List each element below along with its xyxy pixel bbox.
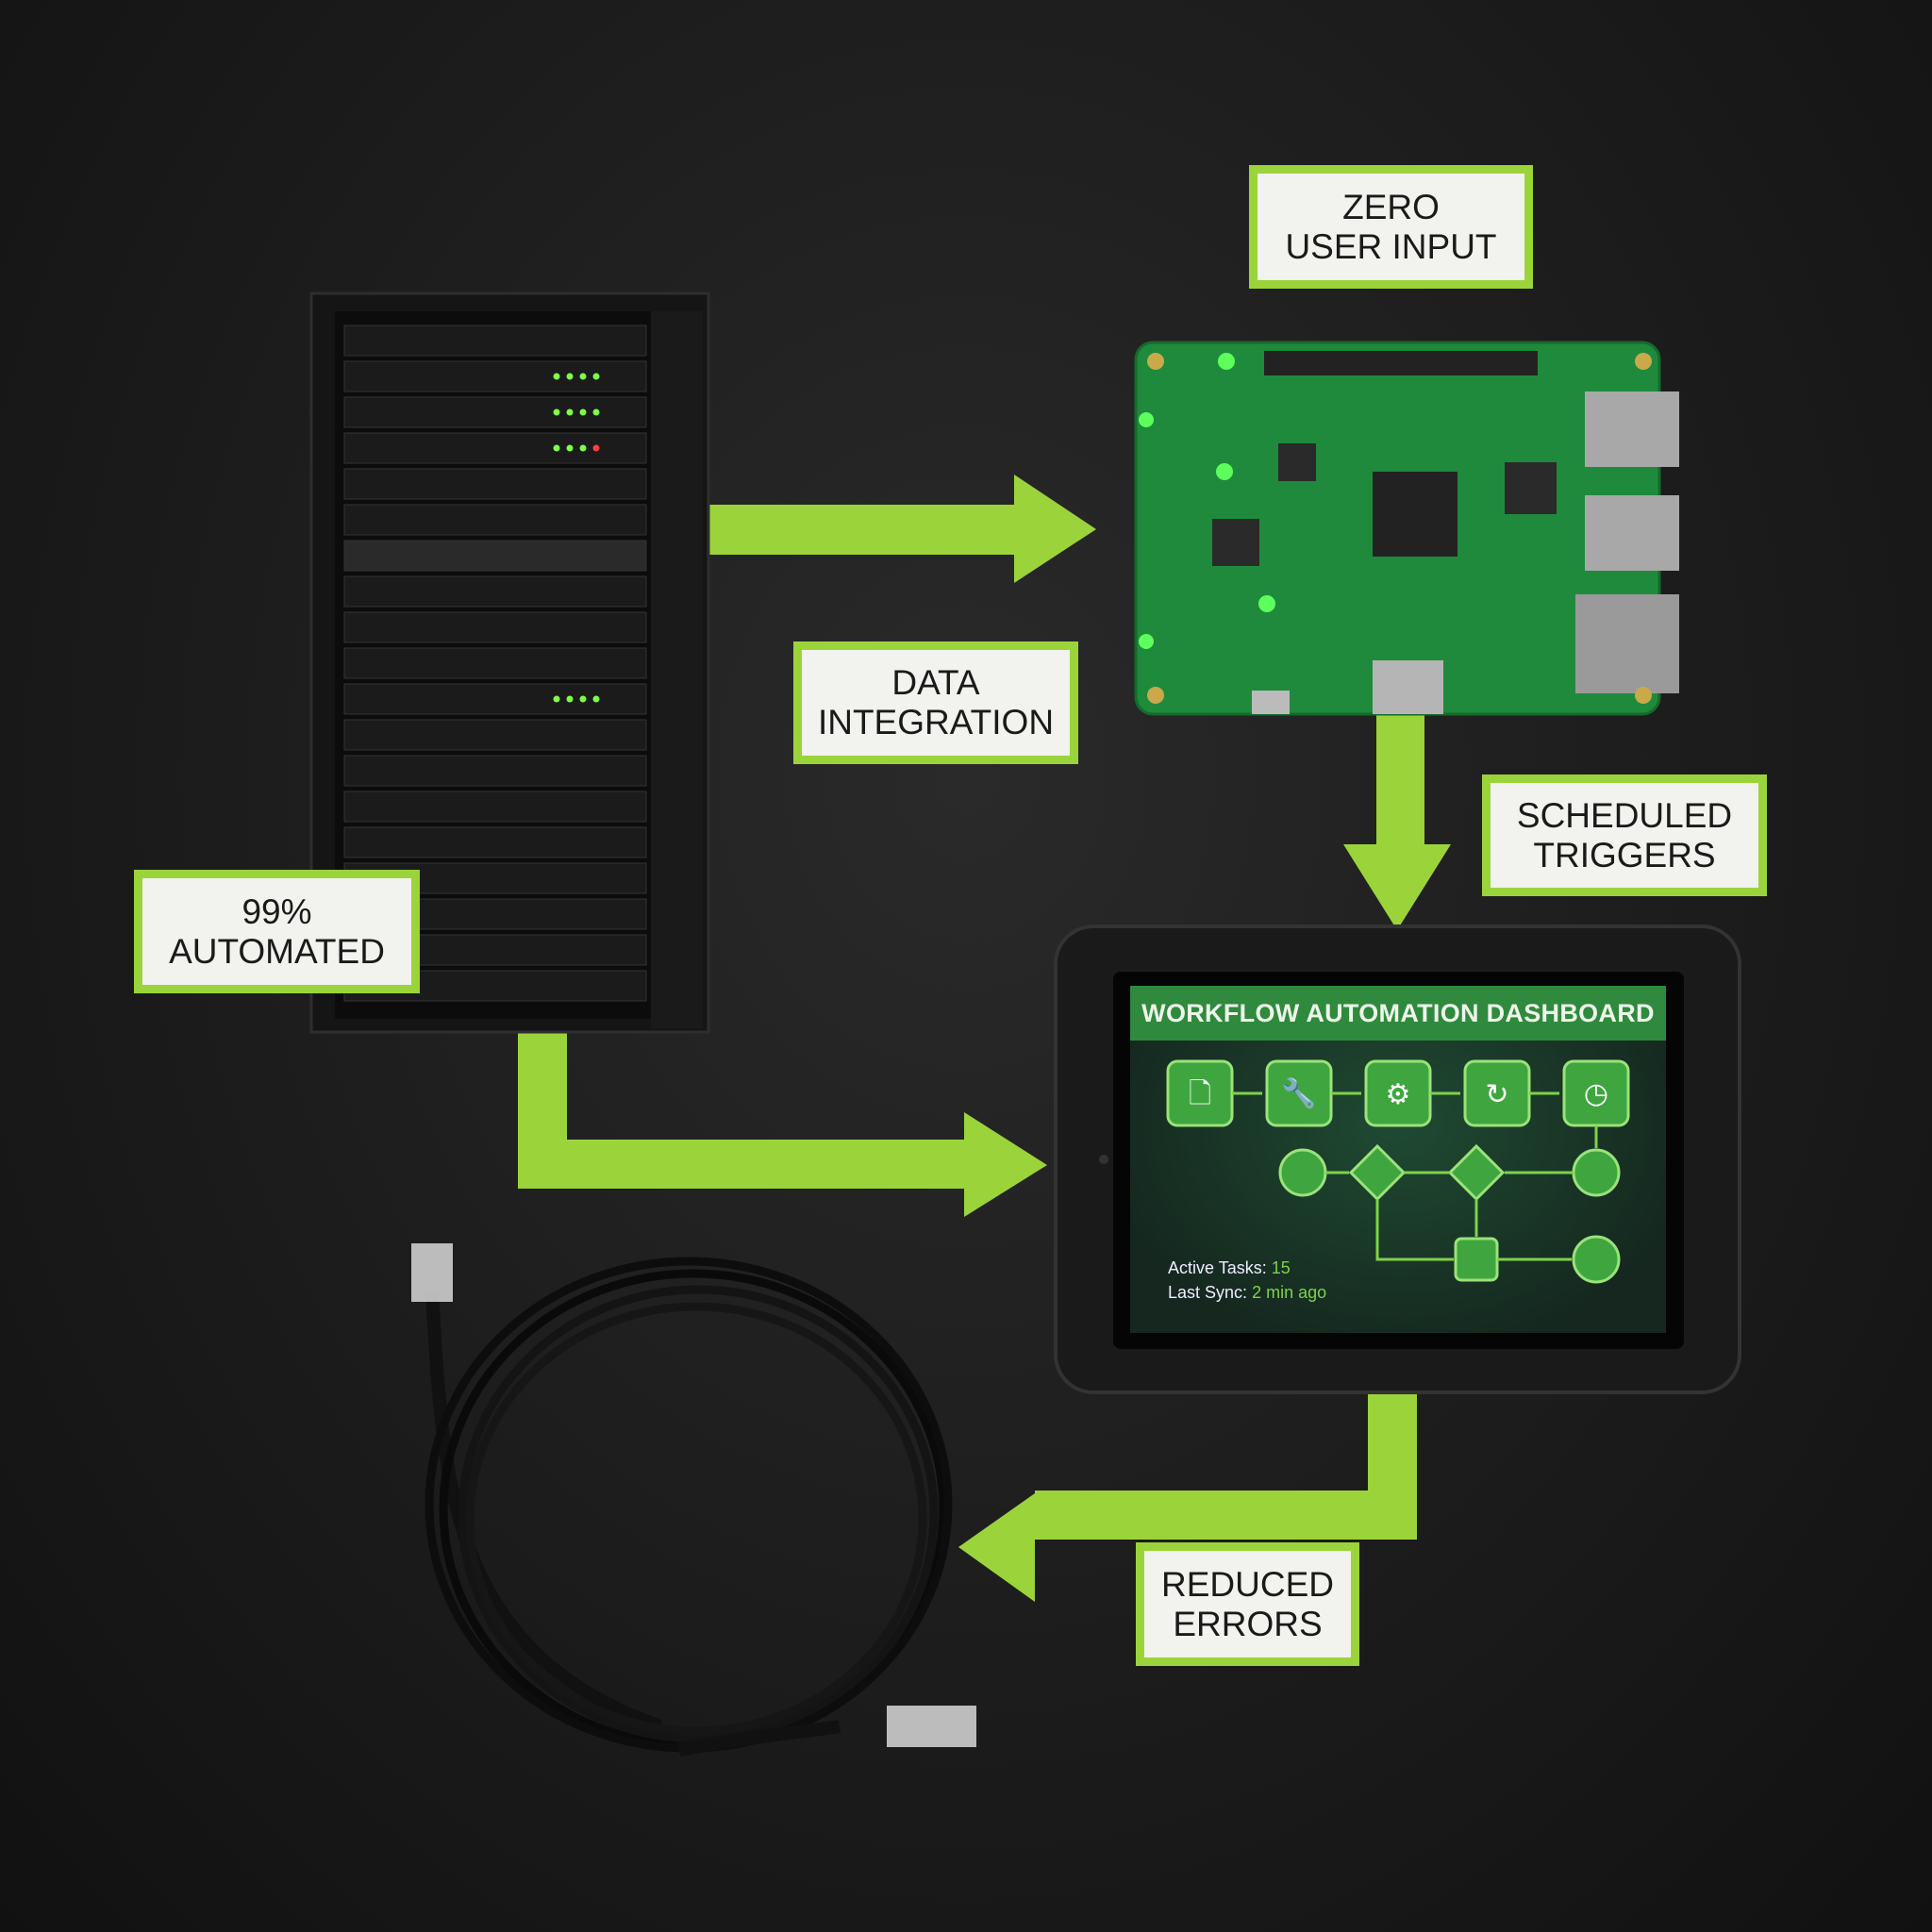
- label-line: USER INPUT: [1285, 226, 1497, 266]
- rack-unit: [343, 468, 647, 500]
- rack-unit: [343, 325, 647, 357]
- status-led: [592, 695, 600, 703]
- label-line: INTEGRATION: [817, 703, 1055, 741]
- status-led: [566, 408, 574, 416]
- rack-unit: [343, 719, 647, 751]
- rack-unit: [343, 755, 647, 787]
- svg-text:◷: ◷: [1584, 1077, 1608, 1110]
- arrow-server-to-board: [708, 475, 1096, 583]
- svg-text:🔧: 🔧: [1281, 1075, 1316, 1110]
- status-led: [553, 444, 560, 452]
- label-line: ZERO: [1342, 187, 1440, 226]
- status-led: [592, 444, 600, 452]
- label-line: ERRORS: [1173, 1604, 1323, 1643]
- rj45-connector-bottom: [887, 1706, 976, 1747]
- dashboard-stats: Active Tasks: 15 Last Sync: 2 min ago: [1168, 1256, 1326, 1305]
- status-led: [579, 373, 587, 380]
- arrow-server-to-tablet: [518, 1032, 1047, 1217]
- rack-unit: [343, 575, 647, 608]
- rack-unit: [343, 826, 647, 858]
- last-sync-value: 2 min ago: [1252, 1283, 1327, 1302]
- last-sync: Last Sync: 2 min ago: [1168, 1280, 1326, 1305]
- status-led: [579, 695, 587, 703]
- rack-unit: [343, 360, 647, 392]
- rack-unit: [343, 611, 647, 643]
- flow-node-right: [1572, 1148, 1621, 1197]
- workflow-diagram: 🗋 🔧 ⚙ ↻ ◷: [1166, 1059, 1630, 1284]
- active-tasks-value: 15: [1271, 1258, 1291, 1277]
- flow-process: [1454, 1237, 1499, 1282]
- dashboard-title: WORKFLOW AUTOMATION DASHBOARD: [1130, 986, 1666, 1041]
- rack-unit: [343, 647, 647, 679]
- flow-node-start: [1278, 1148, 1327, 1197]
- svg-text:⚙: ⚙: [1386, 1078, 1411, 1111]
- label-line: 99%: [242, 891, 312, 931]
- svg-text:🗋: 🗋: [1189, 1077, 1211, 1110]
- status-led: [566, 444, 574, 452]
- flow-node-end: [1572, 1235, 1621, 1284]
- status-led: [553, 695, 560, 703]
- status-led: [592, 373, 600, 380]
- ethernet-cable: [425, 1257, 953, 1757]
- active-tasks: Active Tasks: 15: [1168, 1256, 1326, 1280]
- server-rack: [309, 291, 710, 1034]
- status-led: [592, 408, 600, 416]
- status-led: [553, 408, 560, 416]
- arrow-tablet-to-cable: [958, 1386, 1417, 1602]
- circuit-board: [1134, 341, 1679, 716]
- rack-unit: [343, 504, 647, 536]
- status-led: [566, 373, 574, 380]
- rack-unit: [343, 540, 647, 572]
- rack-unit: [343, 432, 647, 464]
- label-line: SCHEDULED: [1516, 795, 1733, 835]
- status-led: [579, 444, 587, 452]
- flow-decision-1: [1348, 1143, 1407, 1202]
- svg-text:↻: ↻: [1485, 1078, 1508, 1111]
- flow-decision-2: [1447, 1143, 1506, 1202]
- status-led: [579, 408, 587, 416]
- arrow-board-to-tablet: [1343, 714, 1451, 930]
- label-99-automated: 99%AUTOMATED: [134, 870, 420, 993]
- rack-unit: [343, 791, 647, 823]
- label-line: TRIGGERS: [1533, 835, 1716, 874]
- status-led: [553, 373, 560, 380]
- last-sync-label: Last Sync:: [1168, 1283, 1248, 1302]
- label-line: REDUCED: [1161, 1564, 1334, 1604]
- rj45-connector-top: [411, 1243, 453, 1302]
- label-line: AUTOMATED: [169, 931, 385, 971]
- label-line: DATA: [891, 663, 980, 702]
- status-led: [566, 695, 574, 703]
- rack-unit: [343, 683, 647, 715]
- dashboard-screen: WORKFLOW AUTOMATION DASHBOARD 🗋 🔧 ⚙ ↻ ◷ Acti…: [1130, 986, 1666, 1333]
- rack-unit: [343, 396, 647, 428]
- active-tasks-label: Active Tasks:: [1168, 1258, 1267, 1277]
- flow-arrows: [518, 475, 1451, 1602]
